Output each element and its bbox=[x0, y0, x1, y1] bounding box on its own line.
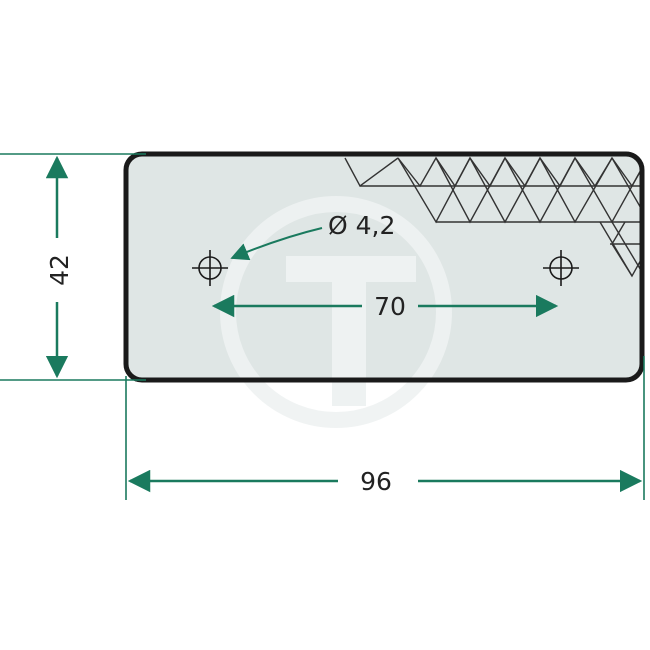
reflector-body: T bbox=[123, 151, 645, 428]
reflector-outline bbox=[123, 151, 645, 383]
hole-diameter-callout: Ø 4,2 bbox=[230, 211, 395, 261]
width-label: 96 bbox=[360, 467, 392, 496]
mounting-hole-left bbox=[192, 250, 228, 286]
hole-diameter-label: Ø 4,2 bbox=[328, 211, 395, 240]
reflective-hatch bbox=[344, 156, 642, 278]
mounting-hole-right bbox=[543, 250, 579, 286]
diameter-leader-line bbox=[230, 227, 323, 261]
hole-spacing-label: 70 bbox=[374, 292, 406, 321]
height-dimension: 42 bbox=[0, 153, 146, 381]
height-label: 42 bbox=[45, 254, 74, 286]
hole-spacing-dimension: 70 bbox=[211, 292, 559, 321]
width-dimension: 96 bbox=[125, 356, 645, 500]
